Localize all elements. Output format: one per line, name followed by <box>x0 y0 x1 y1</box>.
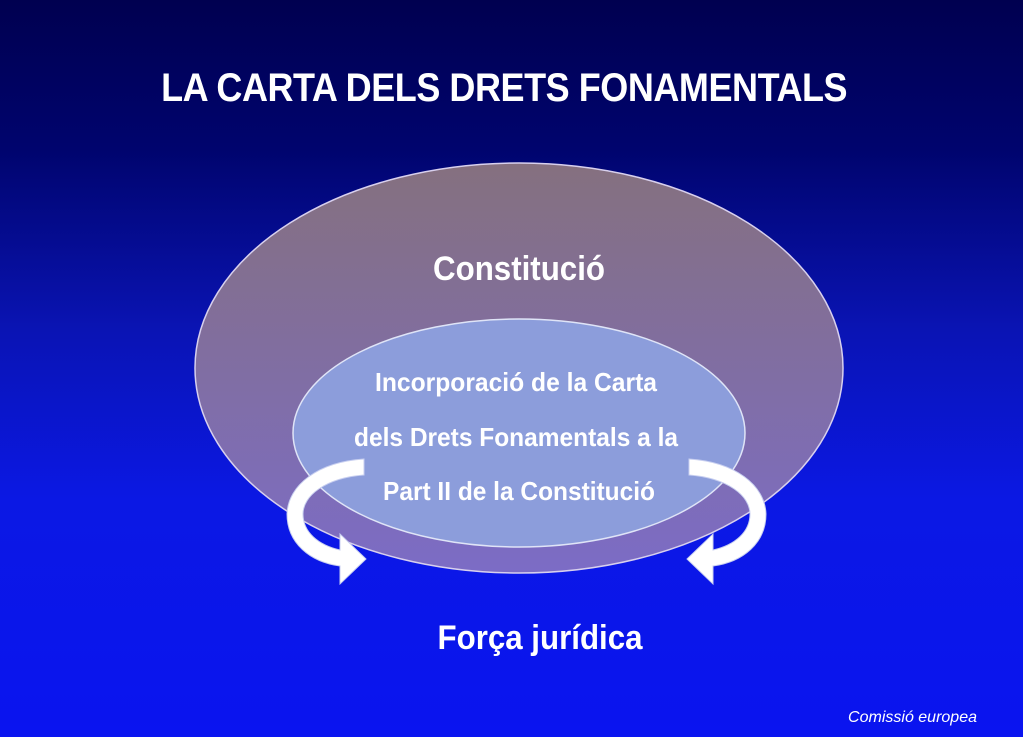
curved-arrow-right-icon <box>686 458 767 586</box>
bottom-label: Força jurídica <box>438 619 644 657</box>
outer-ellipse-label: Constitució <box>433 250 605 288</box>
inner-label-line-2: dels Drets Fonamentals a la <box>354 422 679 452</box>
inner-ellipse <box>292 318 746 548</box>
inner-label-line-3: Part II de la Constitució <box>383 476 655 506</box>
footer-credit: Comissió europea <box>848 709 977 726</box>
slide-title: LA CARTA DELS DRETS FONAMENTALS <box>161 66 848 110</box>
inner-label-line-1: Incorporació de la Carta <box>375 367 657 397</box>
curved-arrow-left-icon <box>286 458 367 586</box>
